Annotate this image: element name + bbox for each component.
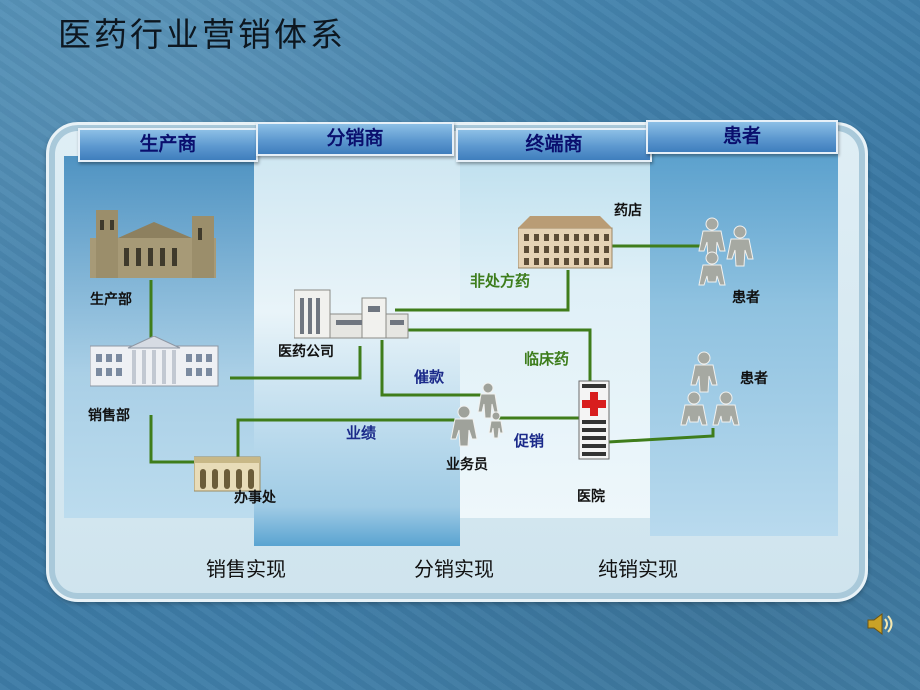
hospital-building-icon bbox=[578, 380, 610, 460]
label-hospital: 医院 bbox=[577, 489, 605, 505]
factory-building-icon bbox=[90, 210, 216, 278]
footer-distribution-realization: 分销实现 bbox=[414, 557, 494, 581]
label-salesperson: 业务员 bbox=[446, 457, 488, 473]
salesperson-group-icon bbox=[450, 382, 504, 447]
office-building-icon bbox=[194, 456, 261, 492]
label-pharma-company: 医药公司 bbox=[278, 344, 334, 360]
footer-pure-sales-realization: 纯销实现 bbox=[598, 557, 678, 581]
sales-dept-building-icon bbox=[90, 336, 219, 387]
edge-label-promotion: 促销 bbox=[514, 432, 545, 450]
line-company-collection bbox=[380, 340, 486, 397]
line-office-salesperson bbox=[236, 418, 455, 462]
label-office: 办事处 bbox=[234, 490, 276, 506]
line-company-pharmacy bbox=[395, 270, 570, 312]
page-title: 医药行业营销体系 bbox=[58, 15, 346, 54]
column-patient-bg bbox=[650, 150, 838, 536]
line-company-hospital bbox=[405, 328, 592, 382]
tab-terminal: 终端商 bbox=[456, 128, 652, 162]
label-patients-bottom: 患者 bbox=[740, 371, 768, 387]
column-distributor-bg bbox=[254, 156, 460, 546]
patients-top-icon bbox=[698, 217, 754, 286]
edge-label-otc: 非处方药 bbox=[470, 272, 531, 290]
speaker-icon[interactable] bbox=[866, 612, 894, 636]
label-patients-top: 患者 bbox=[732, 290, 760, 306]
tab-patient: 患者 bbox=[646, 120, 838, 154]
line-hospital-patients bbox=[607, 428, 715, 444]
tab-distributor: 分销商 bbox=[256, 122, 454, 156]
edge-label-collection: 催款 bbox=[414, 368, 445, 386]
pharmacy-building-icon bbox=[518, 216, 613, 269]
label-pharmacy: 药店 bbox=[614, 203, 642, 219]
edge-label-clinical: 临床药 bbox=[524, 350, 570, 368]
label-factory: 生产部 bbox=[90, 292, 132, 308]
line-sales-office bbox=[149, 415, 196, 464]
edge-label-performance: 业绩 bbox=[346, 424, 377, 442]
label-sales-dept: 销售部 bbox=[88, 408, 130, 424]
patients-bottom-icon bbox=[680, 351, 740, 426]
footer-sales-realization: 销售实现 bbox=[206, 557, 286, 581]
pharma-company-building-icon bbox=[294, 289, 409, 339]
line-sales-company bbox=[230, 346, 362, 380]
